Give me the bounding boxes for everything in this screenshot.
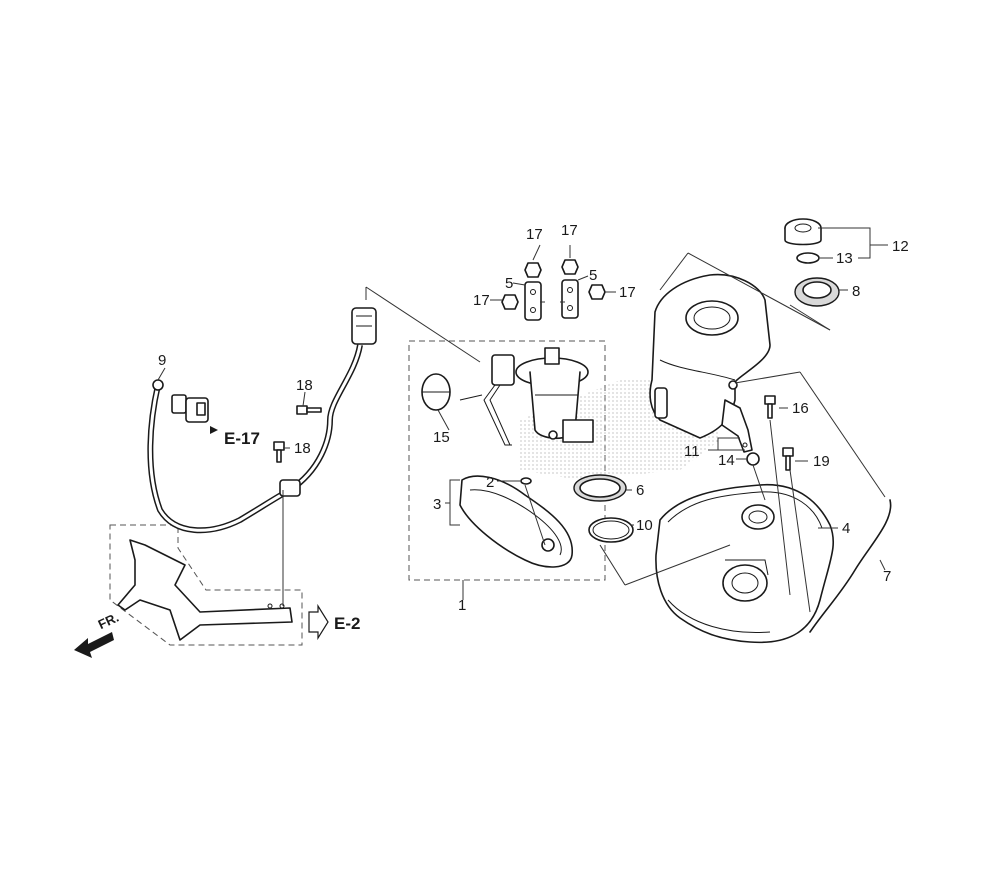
callout-4: 4 xyxy=(842,520,850,537)
callout-12: 12 xyxy=(892,238,909,255)
callout-3: 3 xyxy=(433,496,441,513)
fuel-tank xyxy=(655,484,834,644)
callout-5-right: 5 xyxy=(589,267,597,284)
pump-seal xyxy=(573,474,627,502)
callout-5-left: 5 xyxy=(505,275,513,292)
callout-13: 13 xyxy=(836,250,853,267)
bolt-16 xyxy=(764,395,776,419)
tank-upper-cover xyxy=(649,273,771,439)
fuel-pump xyxy=(515,347,594,443)
callout-18-lower: 18 xyxy=(294,440,311,457)
ref-e2: E-2 xyxy=(334,614,360,633)
callout-17-top-left: 17 xyxy=(526,226,543,243)
fuel-feed-hose xyxy=(279,307,377,497)
callout-2: 2 xyxy=(486,474,494,491)
callout-9: 9 xyxy=(158,352,166,369)
nuts xyxy=(501,259,606,310)
callout-8: 8 xyxy=(852,283,860,300)
filler-neck-ring xyxy=(794,277,840,307)
leader-lines xyxy=(157,227,888,613)
callout-17-top-right: 17 xyxy=(561,222,578,239)
callout-18-upper: 18 xyxy=(296,377,313,394)
callout-11: 11 xyxy=(684,443,700,460)
callout-19: 19 xyxy=(813,453,830,470)
drain-hose xyxy=(147,379,292,534)
fuel-strainer xyxy=(459,475,573,568)
mounting-bracket xyxy=(117,539,293,641)
tank-bracket xyxy=(721,399,753,453)
callout-16: 16 xyxy=(792,400,809,417)
filler-cap xyxy=(784,218,822,246)
callout-15: 15 xyxy=(433,429,450,446)
callout-17-right: 17 xyxy=(619,284,636,301)
pump-retaining-ring xyxy=(588,517,634,543)
callout-7: 7 xyxy=(883,568,891,585)
fuel-level-sensor xyxy=(459,354,515,446)
callout-1: 1 xyxy=(458,597,466,614)
callout-6: 6 xyxy=(636,482,644,499)
ref-e17: E-17 xyxy=(224,429,260,448)
callout-17-left: 17 xyxy=(473,292,490,309)
collar-14 xyxy=(746,452,760,466)
bolt-18-upper xyxy=(296,405,322,415)
callout-10: 10 xyxy=(636,517,653,534)
bolt-19 xyxy=(782,447,794,471)
bracket-frame xyxy=(109,524,303,646)
pump-o-ring-small xyxy=(520,477,532,485)
drain-valve xyxy=(171,394,209,423)
front-direction-arrow xyxy=(74,632,114,658)
callout-14: 14 xyxy=(718,452,735,469)
clamp-bracket-left xyxy=(524,281,542,321)
ref-arrow-e2 xyxy=(308,603,329,641)
cap-gasket xyxy=(796,252,820,264)
breather-hose-inner xyxy=(809,499,892,633)
front-direction-label: FR. xyxy=(96,610,121,632)
clamp-bracket-right xyxy=(561,279,579,319)
fuel-float xyxy=(421,373,451,411)
ref-arrow-e17 xyxy=(210,426,218,434)
bolt-18-lower xyxy=(273,441,285,463)
